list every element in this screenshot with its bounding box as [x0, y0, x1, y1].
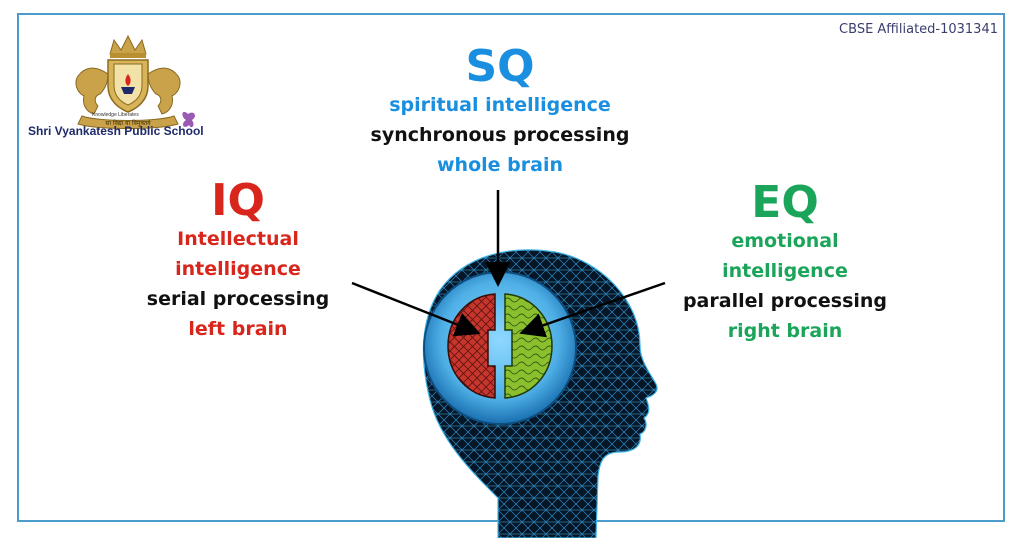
lamp-icon [121, 74, 135, 94]
iq-line-2: intelligence [175, 258, 301, 280]
sq-line-1: spiritual intelligence [389, 94, 611, 116]
school-logo: सा विद्या या विमुक्तये [75, 34, 195, 129]
school-tagline: Knowledge Liberates [92, 112, 139, 118]
eq-block: EQ emotional intelligence parallel proce… [670, 180, 900, 346]
sq-code: SQ [465, 41, 535, 92]
arrow-icon [351, 281, 481, 337]
eq-line-1: emotional [731, 230, 839, 252]
butterfly-icon [182, 111, 195, 128]
brain-halo [423, 271, 577, 425]
horse-icon [75, 67, 109, 115]
sq-block: SQ spiritual intelligence synchronous pr… [360, 44, 640, 180]
crown-icon [109, 34, 147, 58]
arrow-icon [519, 281, 666, 338]
eq-line-2: intelligence [722, 260, 848, 282]
eq-line-3: parallel processing [682, 290, 888, 312]
school-motto: सा विद्या या विमुक्तये [105, 119, 151, 127]
horse-icon [147, 67, 181, 115]
iq-block: IQ Intellectual intelligence serial proc… [128, 178, 348, 344]
eq-line-4: right brain [727, 320, 843, 342]
iq-line-4: left brain [188, 318, 288, 340]
sq-line-2: synchronous processing [370, 124, 630, 146]
iq-code: IQ [211, 175, 265, 226]
eq-code: EQ [751, 177, 819, 228]
affiliation-text: CBSE Affiliated-1031341 [839, 22, 998, 37]
sq-line-3: whole brain [437, 154, 563, 176]
school-name: Shri Vyankatesh Public School [28, 124, 204, 138]
iq-line-1: Intellectual [177, 228, 299, 250]
crest-icon [75, 34, 181, 129]
iq-line-3: serial processing [146, 288, 330, 310]
